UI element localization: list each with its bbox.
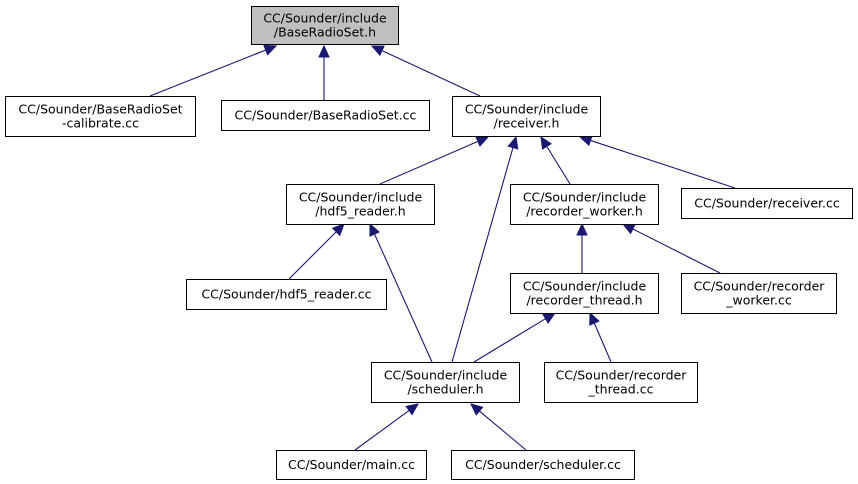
- edge-main_cc-to-scheduler_h: [354, 403, 419, 451]
- edge-line: [593, 322, 612, 363]
- arrowhead-icon: [405, 403, 419, 416]
- arrowhead-icon: [540, 135, 552, 150]
- edge-line: [149, 49, 266, 97]
- edge-line: [354, 410, 410, 451]
- node-box: [286, 184, 435, 225]
- node-recorder-thread-cc[interactable]: CC/Sounder/recorder_thread.cc: [544, 362, 698, 403]
- node-recorder-thread-h[interactable]: CC/Sounder/include/recorder_thread.h: [510, 273, 659, 314]
- nodes-layer: CC/Sounder/include/BaseRadioSet.hCC/Soun…: [5, 6, 853, 480]
- node-label-line: CC/Sounder/scheduler.cc: [465, 457, 621, 472]
- node-label-line: CC/Sounder/BaseRadioSet.cc: [235, 108, 417, 123]
- node-label-line: /receiver.h: [494, 116, 560, 131]
- node-box: [681, 188, 853, 219]
- node-label-line: CC/Sounder/hdf5_reader.cc: [201, 287, 371, 302]
- node-label-line: CC/Sounder/include: [299, 190, 423, 205]
- edge-hdf5_reader_cc-to-hdf5_reader_h: [288, 223, 345, 280]
- arrowhead-icon: [589, 311, 600, 326]
- edge-line: [374, 233, 433, 363]
- edge-recorder_thread_cc-to-recorder_thread_h: [589, 311, 612, 363]
- node-box: [186, 279, 387, 310]
- node-receiver-h[interactable]: CC/Sounder/include/receiver.h: [452, 96, 601, 137]
- node-recorder-worker-cc[interactable]: CC/Sounder/recorder_worker.cc: [681, 273, 837, 314]
- edge-scheduler_h-to-recorder_thread_h: [473, 312, 557, 363]
- node-label-line: _worker.cc: [725, 293, 792, 308]
- edge-scheduler_h-to-receiver_h: [451, 135, 519, 363]
- arrowhead-icon: [263, 44, 278, 56]
- edge-line: [379, 140, 479, 185]
- node-box: [451, 450, 635, 480]
- arrowhead-icon: [542, 312, 557, 324]
- arrowhead-icon: [370, 45, 385, 57]
- node-box: [371, 362, 520, 403]
- node-label-line: CC/Sounder/recorder: [556, 368, 688, 383]
- node-label-line: _thread.cc: [588, 382, 654, 397]
- node-label-line: -calibrate.cc: [62, 116, 139, 131]
- node-main-cc[interactable]: CC/Sounder/main.cc: [276, 450, 427, 480]
- node-box: [276, 450, 427, 480]
- edge-base_radio_set_calibrate_cc-to-base_radio_set_h: [149, 44, 278, 97]
- arrowhead-icon: [318, 44, 330, 58]
- arrowhead-icon: [470, 403, 484, 416]
- node-base-radio-set-h[interactable]: CC/Sounder/include/BaseRadioSet.h: [251, 6, 399, 45]
- node-recorder-worker-h[interactable]: CC/Sounder/include/recorder_worker.h: [510, 184, 659, 225]
- arrowhead-icon: [475, 136, 490, 147]
- edge-line: [451, 147, 514, 363]
- arrowhead-icon: [621, 223, 636, 235]
- node-box: [544, 362, 698, 403]
- node-box: [452, 96, 601, 137]
- arrowhead-icon: [507, 135, 519, 150]
- arrowhead-icon: [369, 222, 380, 237]
- node-label-line: /scheduler.h: [407, 382, 483, 397]
- edge-line: [473, 318, 546, 363]
- node-label-line: /hdf5_reader.h: [315, 204, 405, 219]
- edge-line: [479, 410, 527, 451]
- node-label-line: CC/Sounder/include: [384, 368, 508, 383]
- node-box: [681, 273, 837, 314]
- edge-line: [546, 146, 571, 185]
- edge-base_radio_set_cc-to-base_radio_set_h: [318, 44, 330, 100]
- edge-line: [632, 228, 721, 274]
- node-box: [221, 100, 430, 131]
- node-label-line: CC/Sounder/receiver.cc: [694, 196, 840, 211]
- node-label-line: CC/Sounder/include: [523, 190, 647, 205]
- edge-line: [381, 50, 481, 97]
- node-base-radio-set-cc[interactable]: CC/Sounder/BaseRadioSet.cc: [221, 100, 430, 131]
- node-label-line: CC/Sounder/main.cc: [288, 457, 415, 472]
- node-box: [510, 184, 659, 225]
- node-label-line: /recorder_thread.h: [526, 293, 642, 308]
- edge-scheduler_h-to-hdf5_reader_h: [369, 222, 433, 363]
- edge-recorder_worker_cc-to-recorder_worker_h: [621, 223, 721, 274]
- node-box: [510, 273, 659, 314]
- node-box: [251, 6, 399, 45]
- arrowhead-icon: [331, 223, 345, 237]
- node-receiver-cc[interactable]: CC/Sounder/receiver.cc: [681, 188, 853, 219]
- node-scheduler-cc[interactable]: CC/Sounder/scheduler.cc: [451, 450, 635, 480]
- node-base-radio-set-calibrate-cc[interactable]: CC/Sounder/BaseRadioSet-calibrate.cc: [5, 96, 196, 137]
- node-label-line: CC/Sounder/BaseRadioSet: [18, 102, 182, 117]
- edge-receiver_cc-to-receiver_h: [578, 135, 736, 189]
- node-hdf5-reader-h[interactable]: CC/Sounder/include/hdf5_reader.h: [286, 184, 435, 225]
- arrowhead-icon: [578, 135, 593, 147]
- node-box: [5, 96, 196, 137]
- node-label-line: CC/Sounder/include: [523, 279, 647, 294]
- node-label-line: CC/Sounder/recorder: [694, 279, 826, 294]
- edge-line: [288, 231, 337, 280]
- edge-recorder_thread_h-to-recorder_worker_h: [576, 222, 588, 273]
- node-hdf5-reader-cc[interactable]: CC/Sounder/hdf5_reader.cc: [186, 279, 387, 310]
- edge-receiver_h-to-base_radio_set_h: [370, 45, 481, 97]
- node-label-line: CC/Sounder/include: [465, 102, 589, 117]
- edge-hdf5_reader_h-to-receiver_h: [379, 136, 490, 185]
- node-label-line: CC/Sounder/include: [263, 11, 387, 26]
- node-label-line: /BaseRadioSet.h: [274, 25, 376, 40]
- edge-line: [590, 139, 736, 189]
- node-label-line: /recorder_worker.h: [526, 204, 643, 219]
- edge-recorder_worker_h-to-receiver_h: [540, 135, 571, 185]
- edge-scheduler_cc-to-scheduler_h: [470, 403, 527, 451]
- arrowhead-icon: [576, 222, 588, 236]
- node-scheduler-h[interactable]: CC/Sounder/include/scheduler.h: [371, 362, 520, 403]
